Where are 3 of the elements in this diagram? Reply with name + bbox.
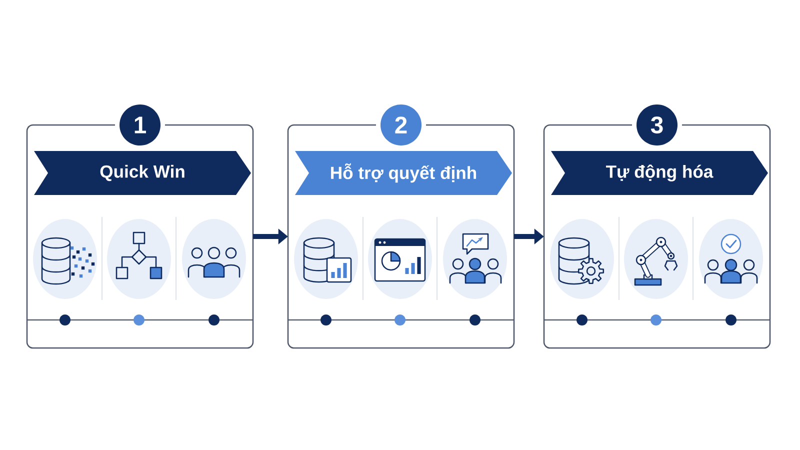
ribbon-banner: Hỗ trợ quyết định (295, 151, 512, 195)
ribbon-banner: Tự động hóa (551, 151, 768, 195)
ribbon-banner: Quick Win (34, 151, 251, 195)
